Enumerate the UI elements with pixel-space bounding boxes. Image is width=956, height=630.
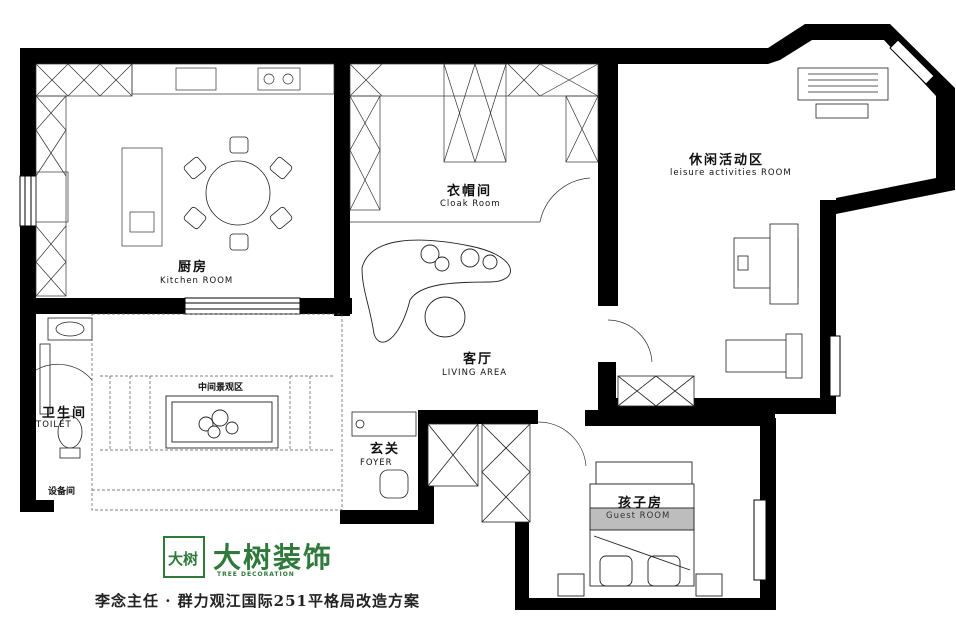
foyer-label: 玄关 — [370, 442, 401, 457]
bathroom-label: 卫生间 — [42, 406, 88, 421]
brand-logo: 大树 大树装饰 TREE DECORATION — [163, 536, 333, 582]
living-label-en: LIVING AREA — [442, 368, 508, 378]
bathroom-label-en: TOILET — [36, 420, 72, 430]
kitchen-label-en: Kitchen ROOM — [160, 276, 234, 286]
plan-caption: 李念主任 · 群力观江国际251平格局改造方案 — [95, 592, 420, 610]
bathroom-fixtures — [39, 317, 93, 459]
courtyard-feature — [165, 395, 279, 449]
cloak-label-en: Cloak Room — [440, 199, 501, 209]
brand-name: 大树装饰 — [213, 541, 334, 574]
leisure-outer-wall — [768, 24, 955, 214]
kitchen-cabinets — [35, 63, 335, 297]
cloak-label: 衣帽间 — [447, 184, 493, 199]
cloak-cabinets — [349, 63, 599, 223]
dining-table — [183, 136, 293, 251]
foyer-label-en: FOYER — [360, 458, 393, 468]
kids-room-label: 孩子房 — [618, 496, 664, 511]
courtyard-label: 中间景观区 — [198, 383, 244, 393]
leisure-label: 休闲活动区 — [689, 153, 765, 168]
living-label: 客厅 — [463, 352, 494, 367]
leisure-equipment — [617, 67, 889, 407]
kitchen-label: 厨房 — [178, 260, 209, 275]
walls — [20, 48, 836, 610]
brand-subtitle: TREE DECORATION — [217, 571, 295, 578]
leisure-label-en: leisure activities ROOM — [670, 168, 792, 178]
kids-room-label-en: Guest ROOM — [606, 511, 671, 521]
windows — [19, 39, 935, 581]
courtyard-stairs — [91, 313, 343, 511]
foyer-fixtures — [351, 411, 531, 523]
tree-logo-icon: 大树 — [163, 536, 205, 578]
equipment-label: 设备间 — [48, 487, 76, 497]
living-furniture — [361, 239, 511, 343]
kids-bed — [557, 461, 723, 597]
logo-mark-text: 大树 — [168, 550, 199, 568]
